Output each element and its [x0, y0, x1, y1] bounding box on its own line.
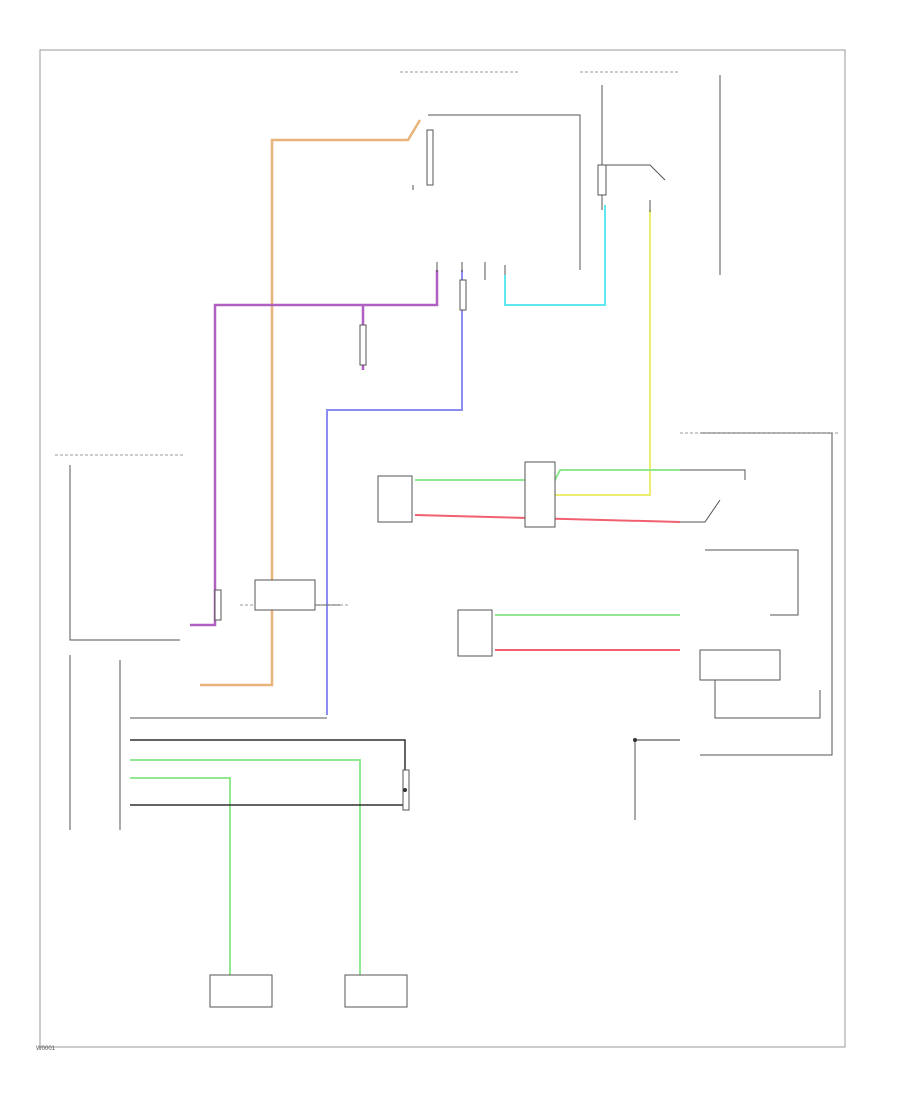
dashed-lines [55, 71, 840, 606]
front-right-motor [457, 609, 493, 657]
wire-cyan [504, 205, 606, 306]
ground-point-1 [633, 738, 637, 742]
junction-block [254, 579, 316, 611]
wire-green-1 [415, 469, 680, 481]
wire-black-2 [130, 790, 406, 806]
components [209, 129, 781, 1008]
wire-orange [200, 119, 422, 687]
connector-blue-left [214, 589, 222, 621]
connector-blue [459, 279, 467, 311]
terminals [412, 185, 651, 280]
wire-green-4 [130, 777, 231, 975]
diagram-border [39, 49, 846, 1048]
connector-purple [359, 324, 367, 366]
wire-blue [326, 270, 463, 715]
ground-point-2 [403, 788, 407, 792]
wire-yellow [552, 210, 651, 496]
fuse-upper [426, 129, 434, 186]
wires [130, 119, 681, 975]
front-left-motor [377, 475, 413, 523]
wire-purple [190, 270, 439, 627]
relay-switch [524, 461, 556, 528]
wire-black-1 [130, 739, 406, 790]
wire-green-3 [130, 759, 361, 975]
master-switch [699, 649, 781, 681]
fuse-right [597, 164, 607, 196]
connections [69, 75, 833, 830]
footer-code: W0001 [36, 1046, 56, 1052]
rear-left-switch [209, 974, 273, 1008]
rear-right-switch [344, 974, 408, 1008]
